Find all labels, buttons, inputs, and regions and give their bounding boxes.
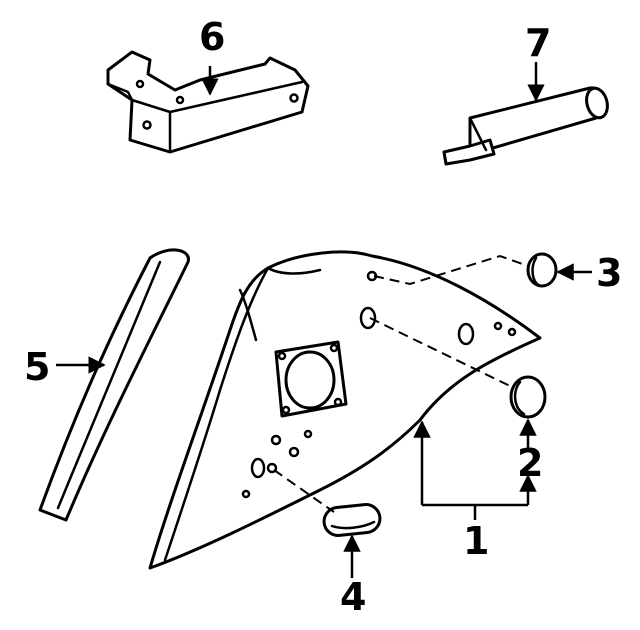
callout-4: 4	[340, 575, 366, 619]
callout-3: 3	[596, 251, 622, 295]
callout-1: 1	[463, 519, 489, 563]
callout-7: 7	[525, 21, 551, 65]
plug-4-part	[322, 503, 382, 537]
callout-6: 6	[199, 15, 225, 59]
alignment-lines	[273, 254, 529, 513]
quarter-panel-part	[148, 250, 542, 570]
molding-part	[38, 248, 190, 522]
bracket-part	[106, 50, 310, 154]
callout-5: 5	[24, 345, 50, 389]
tube-part	[442, 86, 609, 166]
leader-lines	[56, 62, 592, 578]
plug-2-part	[509, 375, 547, 419]
callout-2: 2	[517, 441, 543, 485]
plug-3-part	[526, 252, 558, 288]
